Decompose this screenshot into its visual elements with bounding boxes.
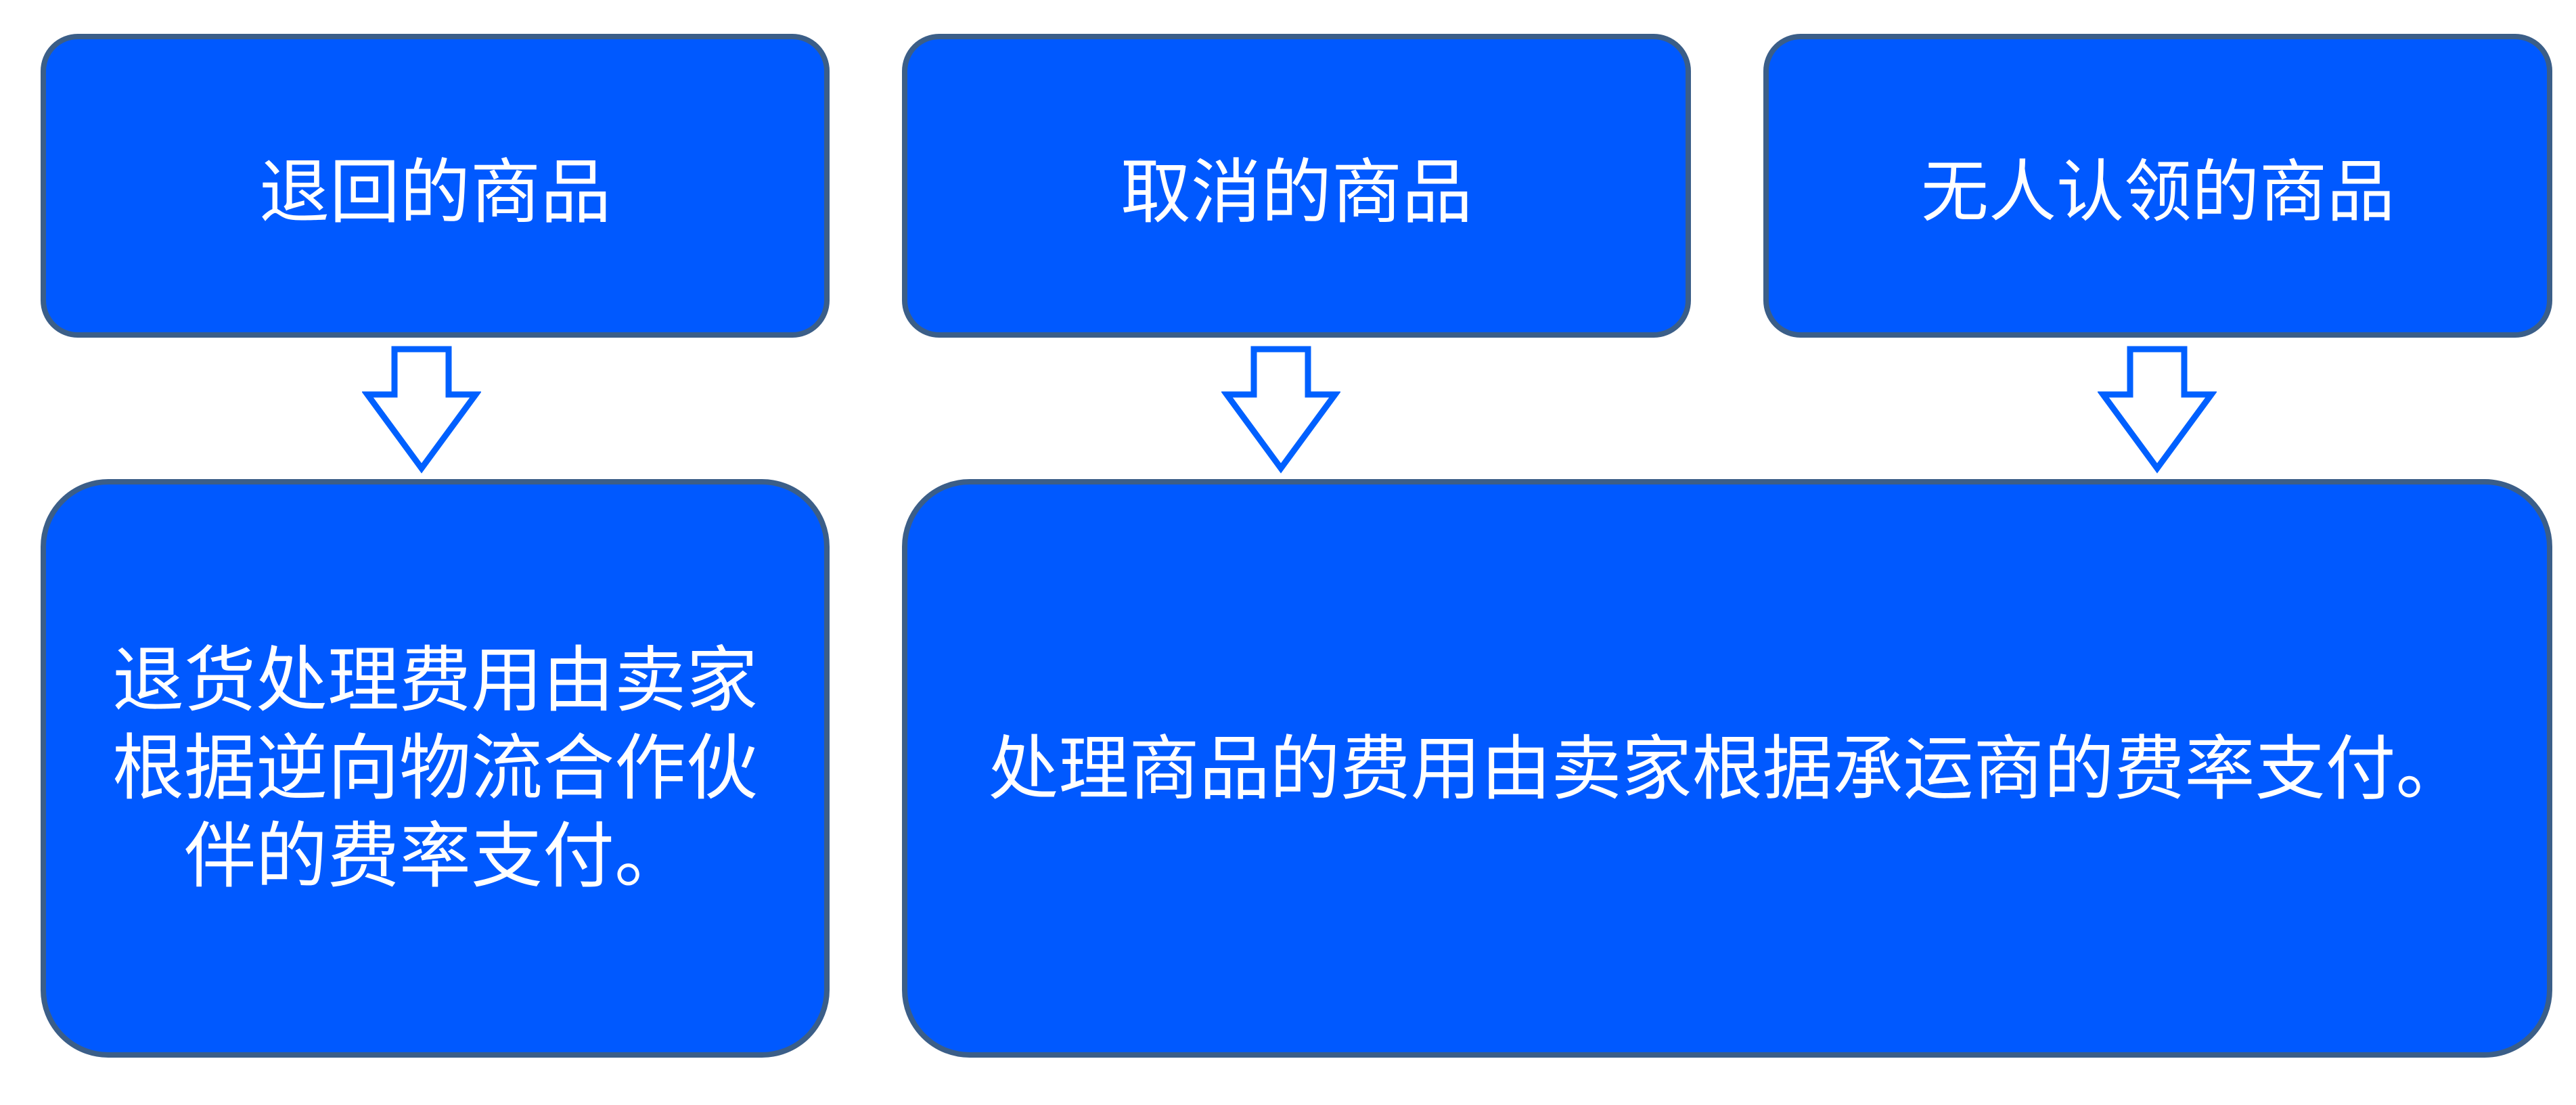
category-box-unclaimed: 无人认领的商品 <box>1763 34 2552 338</box>
category-label: 无人认领的商品 <box>1921 152 2395 231</box>
down-arrow-icon <box>2098 346 2217 474</box>
outcome-box-returned: 退货处理费用由卖家 根据逆向物流合作伙 伴的费率支付。 <box>41 479 830 1058</box>
outcome-text: 处理商品的费用由卖家根据承运商的费率支付。 <box>988 727 2466 810</box>
category-label: 退回的商品 <box>258 151 611 233</box>
down-arrow-icon <box>362 346 481 474</box>
outcome-text-line: 根据逆向物流合作伙 <box>112 726 758 810</box>
category-label: 取消的商品 <box>1120 151 1472 233</box>
category-box-cancelled: 取消的商品 <box>902 34 1691 338</box>
category-box-returned: 退回的商品 <box>41 34 830 338</box>
down-arrow-icon <box>1221 346 1340 474</box>
outcome-text-line: 伴的费率支付。 <box>184 814 686 898</box>
outcome-box-cancelled-unclaimed: 处理商品的费用由卖家根据承运商的费率支付。 <box>902 479 2552 1058</box>
outcome-text-line: 退货处理费用由卖家 <box>112 638 758 722</box>
